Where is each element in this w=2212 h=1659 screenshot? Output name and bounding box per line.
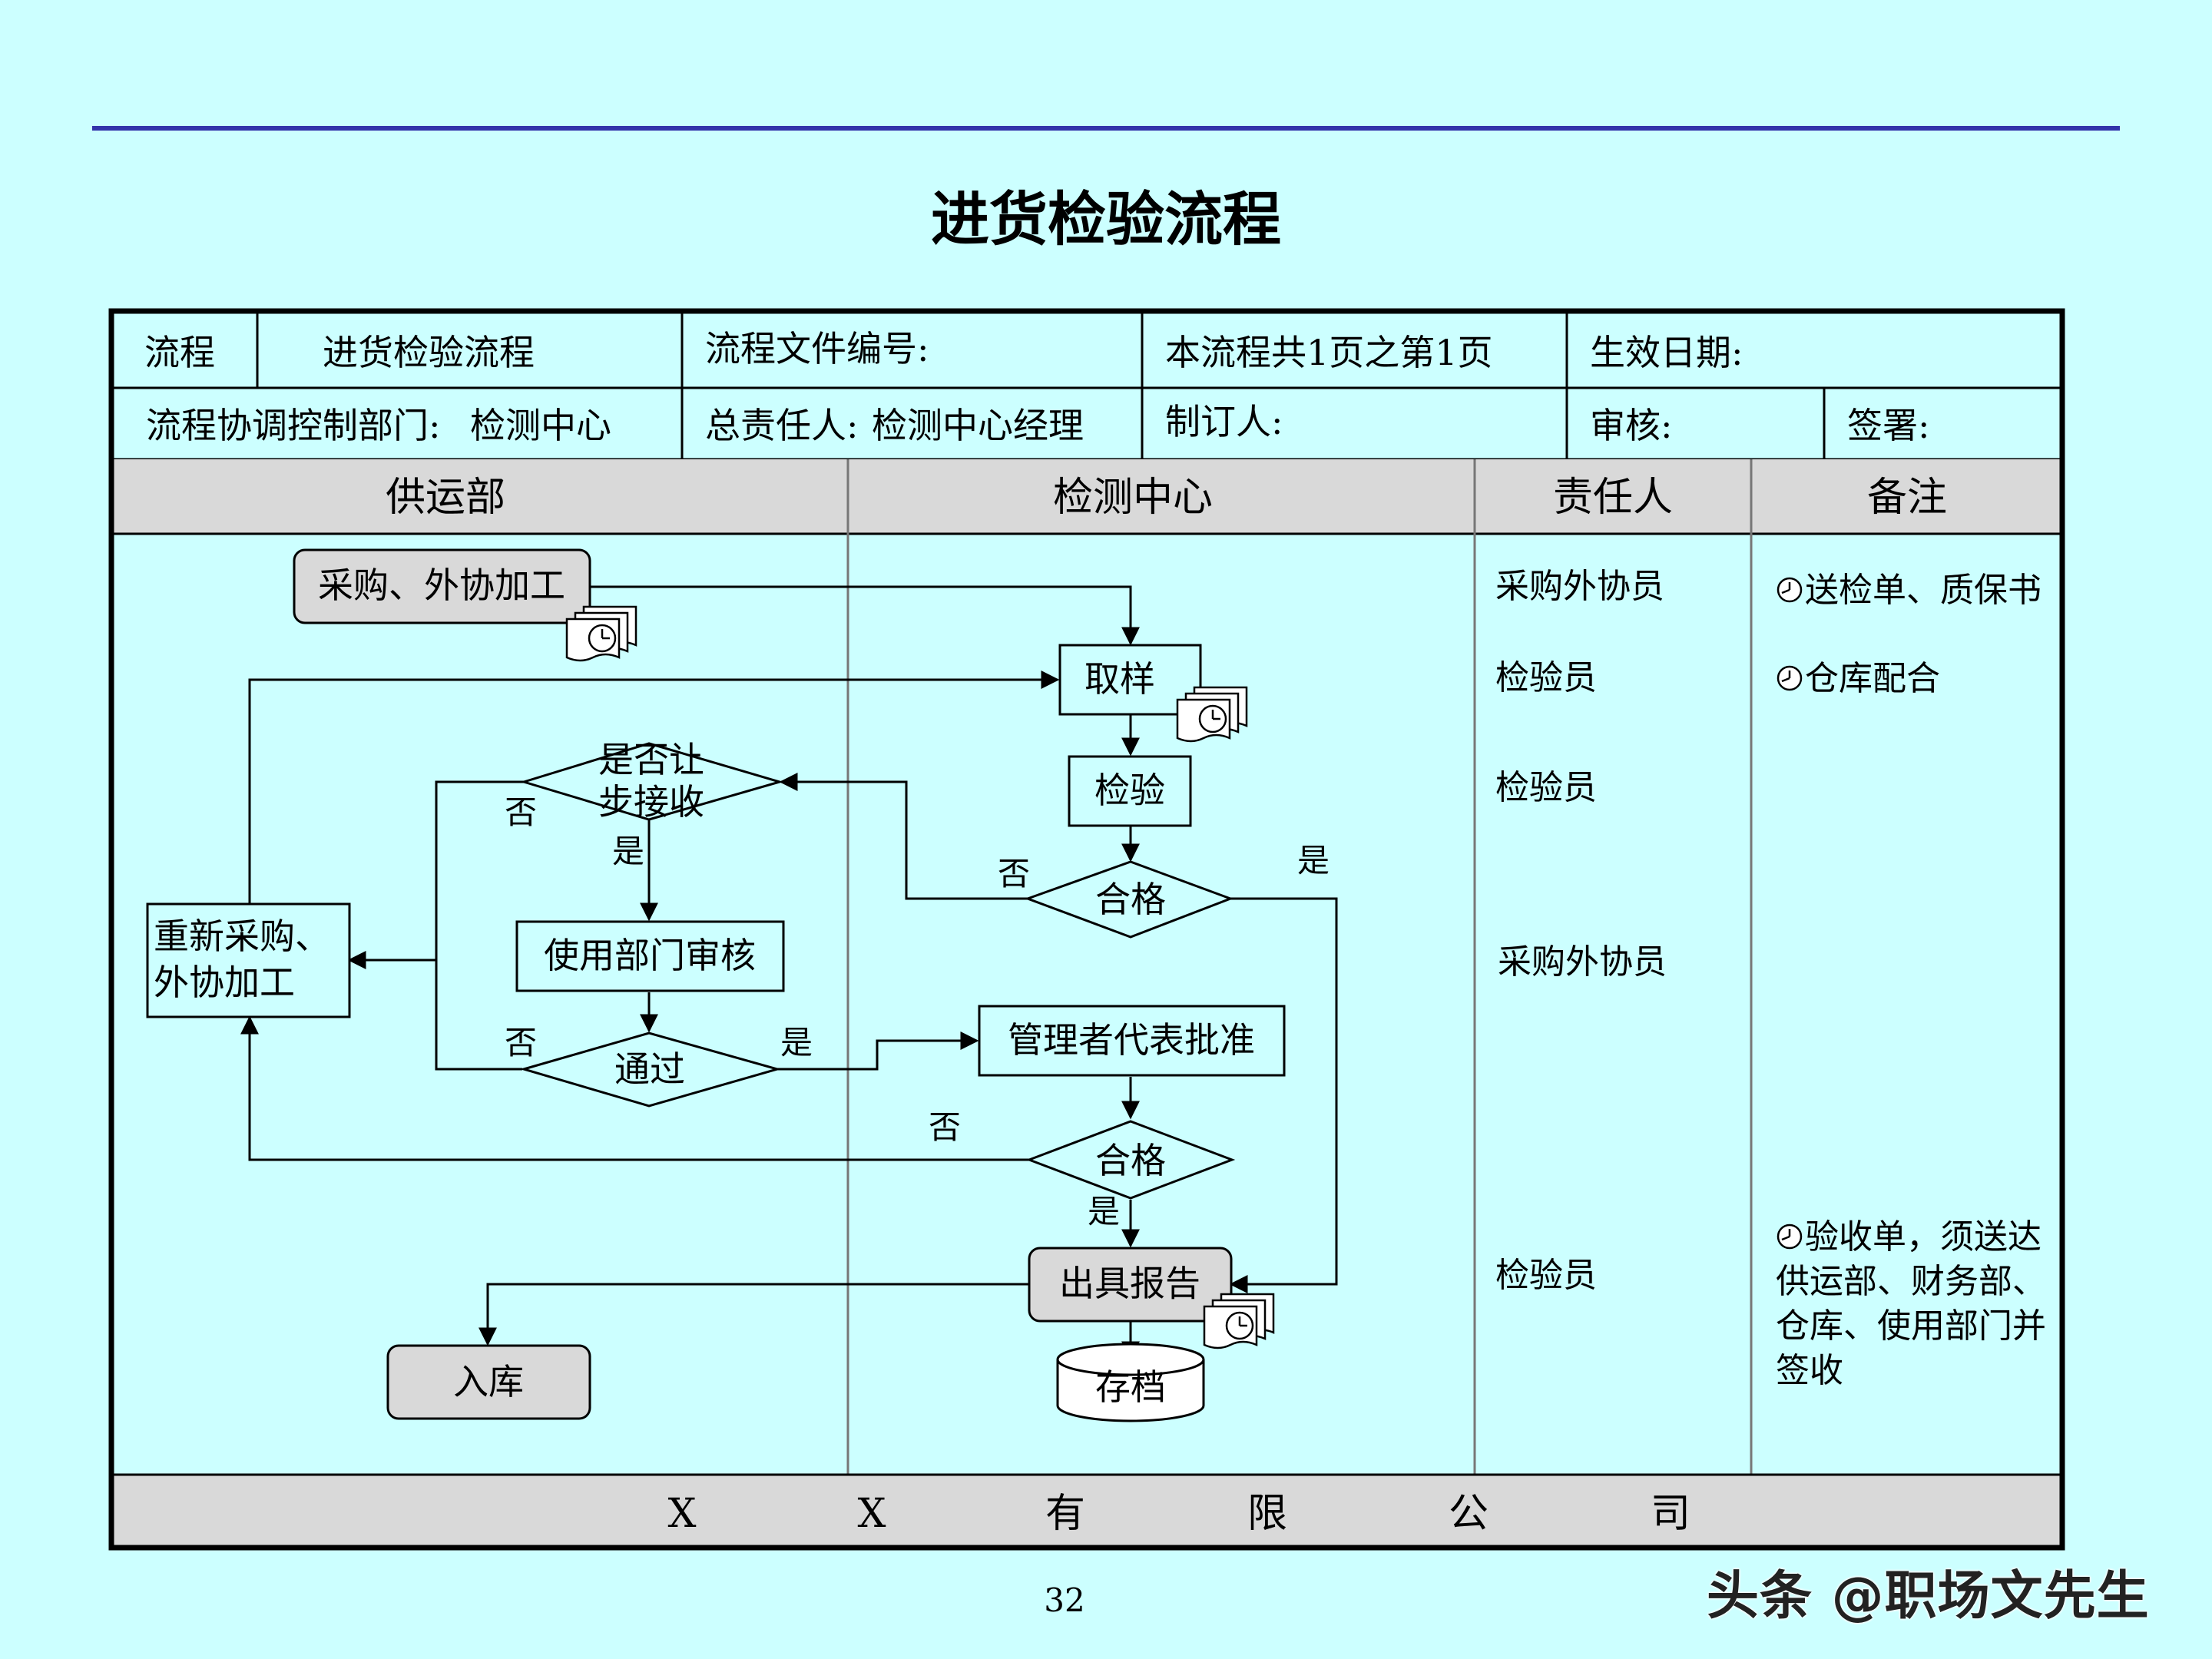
footer-company: X X 有 限 公 司 [667, 1491, 1690, 1537]
pass-decision [519, 1031, 782, 1108]
responsible-entry: 采购外协员 [1498, 942, 1667, 982]
responsible-column: 采购外协员 检验员 检验员 采购外协员 检验员 [1495, 567, 1667, 1295]
report-box [1028, 1247, 1233, 1323]
column-header-notes: 备注 [1867, 475, 1947, 521]
mgmt-approval-box [978, 1005, 1286, 1077]
footer-char: X [857, 1491, 886, 1537]
concession-decision-label-2: 步接收 [598, 781, 704, 823]
header-process-name: 进货检验流程 [323, 332, 535, 373]
yes-label: 是 [612, 833, 644, 870]
purchase-box [293, 548, 591, 624]
column-header-supply: 供运部 [386, 475, 505, 521]
footer-char: X [667, 1491, 696, 1537]
header-dept-label: 流程协调控制部门: [146, 405, 441, 446]
pass-decision-label: 通过 [614, 1048, 685, 1090]
header-process-label: 流程 [144, 332, 215, 373]
footer-char: 限 [1247, 1491, 1287, 1537]
warehouse-box-label: 入库 [453, 1361, 524, 1402]
column-header-inspection: 检测中心 [1053, 475, 1213, 521]
yes-label: 是 [1088, 1193, 1120, 1230]
user-review-box [515, 920, 785, 992]
note-entry: 送检单、质保书 [1805, 571, 2041, 610]
clock-icon [1777, 1224, 1803, 1250]
report-document-icon [1203, 1293, 1275, 1349]
slide-title: 进货检验流程 [931, 185, 1281, 253]
header-table: 流程 进货检验流程 流程文件编号: 本流程共1页之第1页 生效日期: 流程协调控… [111, 311, 2062, 461]
note-entry: 验收单，须送达 [1805, 1217, 2041, 1257]
footer-char: 公 [1449, 1491, 1488, 1537]
qualified-decision-2-label: 合格 [1095, 1140, 1166, 1181]
footer-char: 司 [1651, 1491, 1690, 1537]
concession-decision [519, 742, 784, 821]
column-header-band [111, 459, 2062, 534]
repurchase-box-label-2: 外协加工 [154, 962, 295, 1003]
note-entry: 供运部、财务部、 [1776, 1262, 2046, 1301]
lane-dividers [846, 459, 1753, 1475]
responsible-entry: 检验员 [1495, 768, 1597, 807]
report-box-label: 出具报告 [1059, 1263, 1200, 1304]
responsible-entry: 检验员 [1495, 1256, 1597, 1295]
yes-label: 是 [1297, 842, 1330, 879]
watermark: 头条 @职场文先生 [1707, 1566, 2150, 1627]
header-owner-value: 检测中心经理 [872, 405, 1084, 446]
responsible-entry: 检验员 [1495, 658, 1597, 697]
no-label: 否 [998, 855, 1030, 892]
sample-document-icon [1176, 686, 1248, 743]
header-owner-label: 总责任人: [705, 405, 859, 446]
clock-icon [1777, 665, 1803, 691]
warehouse-box [386, 1344, 591, 1420]
note-entry: 仓库配合 [1805, 659, 1940, 698]
footer-band [111, 1475, 2062, 1548]
header-author-label: 制订人: [1165, 401, 1283, 442]
concession-decision-label-1: 是否让 [598, 739, 704, 780]
archive-cylinder [1056, 1343, 1205, 1422]
note-entry: 签收 [1776, 1351, 1843, 1390]
inspect-box-label: 检验 [1094, 770, 1165, 811]
column-header-responsible: 责任人 [1553, 475, 1673, 521]
qualified-decision-1 [1024, 860, 1234, 939]
inspect-box [1068, 755, 1192, 827]
notes-column: 送检单、质保书 仓库配合 验收单，须送达 供运部、财务部、 仓库、使用部门并 签… [1776, 571, 2046, 1390]
purchase-box-label: 采购、外协加工 [318, 565, 565, 606]
qualified-decision-2 [1025, 1120, 1236, 1200]
header-sign-label: 签署: [1847, 405, 1930, 446]
user-review-box-label: 使用部门审核 [544, 935, 756, 976]
connectors [240, 585, 1338, 1360]
footer-char: 有 [1045, 1491, 1085, 1537]
sample-box-label: 取样 [1084, 658, 1155, 700]
note-entry: 仓库、使用部门并 [1776, 1306, 2046, 1346]
mgmt-approval-box-label: 管理者代表批准 [1008, 1019, 1255, 1061]
clock-icon [1777, 577, 1803, 603]
header-effective-date-label: 生效日期: [1590, 332, 1743, 373]
repurchase-box-label-1: 重新采购、 [154, 916, 330, 957]
header-dept-value: 检测中心 [470, 405, 611, 446]
header-page-info: 本流程共1页之第1页 [1165, 332, 1493, 373]
archive-cylinder-label: 存档 [1095, 1366, 1166, 1408]
no-label: 否 [505, 1024, 537, 1061]
no-label: 否 [505, 793, 537, 831]
repurchase-box [146, 902, 351, 1018]
table-frame [108, 308, 2065, 1551]
responsible-entry: 采购外协员 [1495, 567, 1664, 606]
qualified-decision-1-label: 合格 [1095, 879, 1166, 920]
header-review-label: 审核: [1590, 405, 1673, 446]
page-number: 32 [1044, 1581, 1084, 1619]
no-label: 否 [929, 1108, 961, 1146]
header-file-number-label: 流程文件编号: [705, 328, 929, 369]
purchase-document-icon [565, 605, 637, 662]
yes-label: 是 [780, 1024, 813, 1061]
